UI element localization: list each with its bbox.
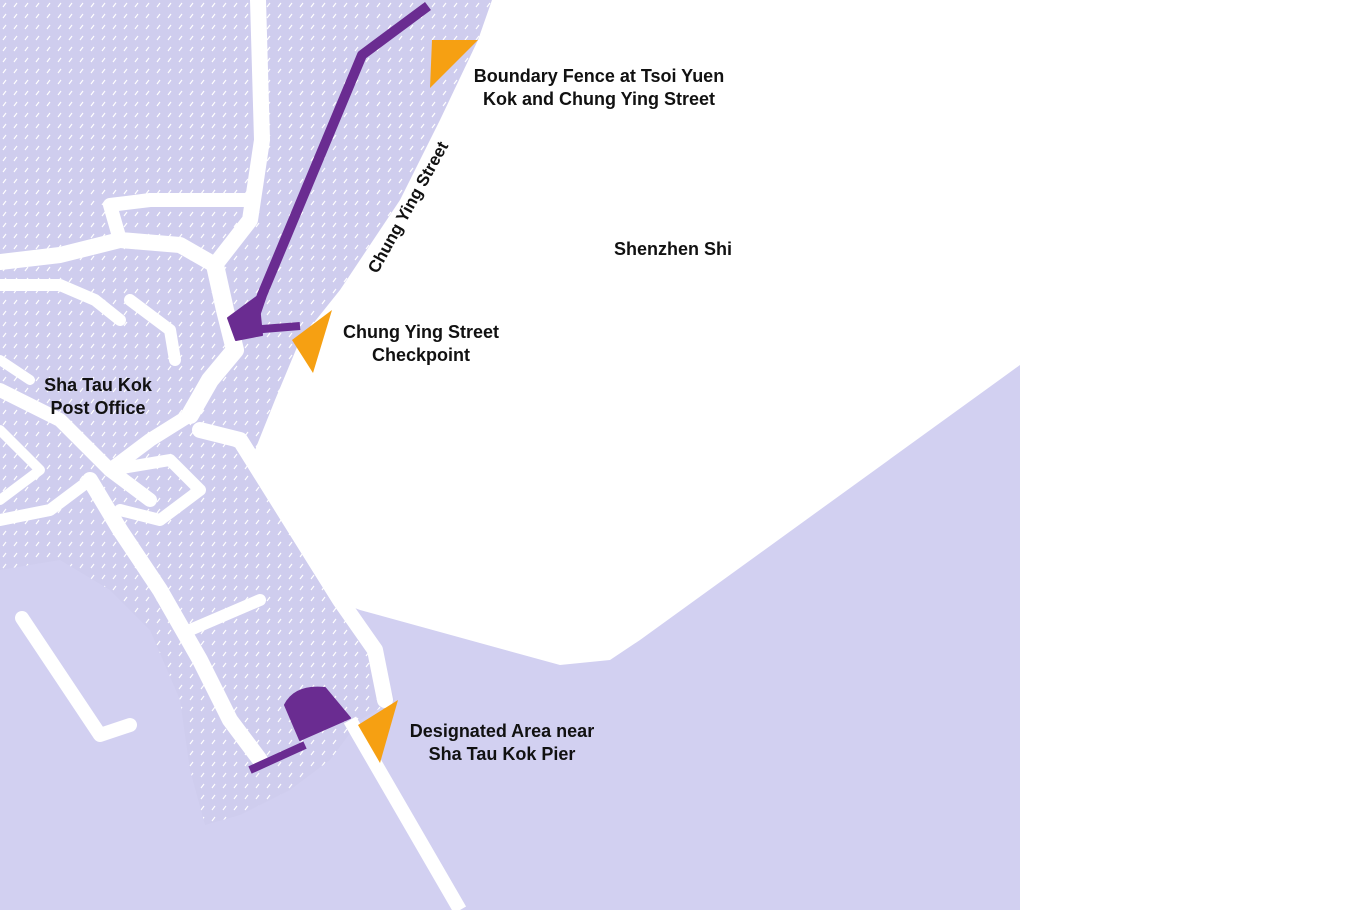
pier-label-line2: Sha Tau Kok Pier [429,744,576,764]
checkpoint-label-line1: Chung Ying Street [343,322,499,342]
post-office-label-line2: Post Office [50,398,145,418]
checkpoint-label-line2: Checkpoint [372,345,470,365]
fence-label-line2: Kok and Chung Ying Street [483,89,715,109]
boundary-route [227,1,431,774]
breakwater [15,611,137,742]
pier [343,716,467,910]
shenzhen-label: Shenzhen Shi [614,239,732,259]
pier-label-line1: Designated Area near [410,721,594,741]
marker-pier[interactable] [358,700,398,763]
road-network [0,0,393,768]
post-office-label-line1: Sha Tau Kok [44,375,153,395]
marker-boundary-fence[interactable] [430,40,478,88]
marker-checkpoint[interactable] [292,310,332,373]
fence-label-line1: Boundary Fence at Tsoi Yuen [474,66,724,86]
